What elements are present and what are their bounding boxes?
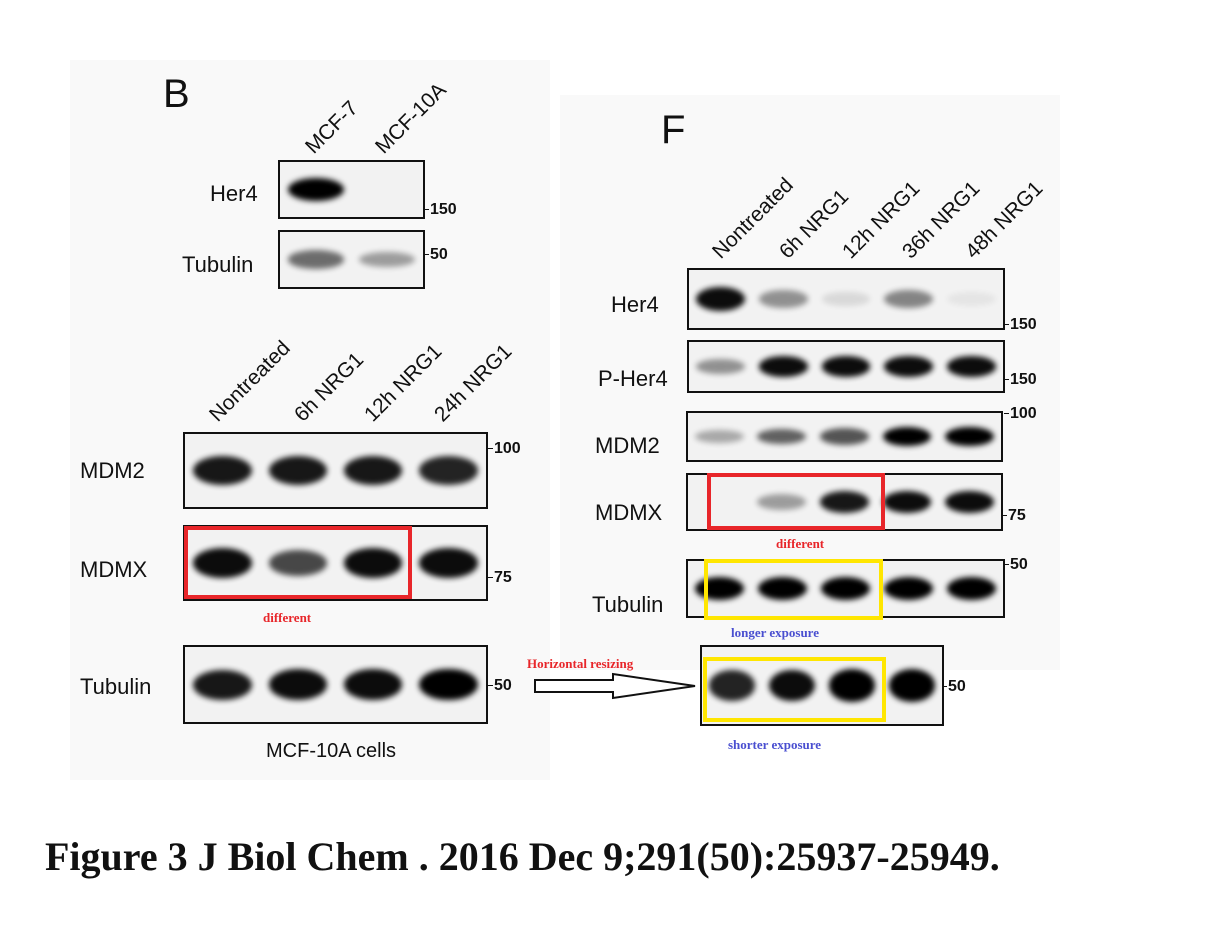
protein-band	[883, 576, 934, 601]
panel-b-letter: B	[163, 72, 190, 116]
protein-band	[888, 669, 936, 702]
protein-band	[268, 455, 328, 486]
protein-band	[947, 356, 997, 377]
mw-marker: 75	[1002, 507, 1026, 525]
protein-band	[287, 177, 344, 202]
mw-marker: 100	[1004, 405, 1037, 423]
protein-band	[359, 251, 416, 268]
mw-marker: 50	[488, 677, 512, 695]
protein-band	[758, 290, 808, 308]
protein-band	[820, 428, 869, 445]
protein-band	[268, 669, 328, 700]
row-label: Her4	[210, 181, 258, 206]
protein-band	[757, 428, 807, 445]
protein-band	[695, 359, 745, 374]
figure-caption: Figure 3 J Biol Chem . 2016 Dec 9;291(50…	[45, 834, 1000, 879]
protein-band	[268, 550, 328, 576]
row-label: MDMX	[595, 500, 663, 525]
protein-band	[945, 426, 995, 447]
protein-band	[884, 356, 934, 377]
arrow-right-icon	[534, 672, 696, 700]
protein-band	[193, 669, 252, 700]
row-label: P-Her4	[598, 366, 668, 391]
panel-f-letter: F	[661, 108, 686, 152]
annotation-longer-exposure: longer exposure	[731, 625, 819, 640]
protein-band	[882, 490, 932, 514]
blot-tubulin	[183, 645, 488, 724]
mw-marker: 150	[1004, 371, 1037, 389]
protein-band	[758, 356, 808, 377]
mw-marker: 100	[488, 440, 521, 458]
protein-band	[946, 576, 997, 601]
protein-band	[882, 426, 932, 447]
protein-band	[947, 292, 997, 306]
protein-band	[768, 669, 816, 702]
mw-marker: 75	[488, 569, 512, 587]
protein-band	[343, 455, 403, 486]
protein-band	[695, 287, 745, 311]
protein-band	[694, 429, 744, 444]
protein-band	[820, 576, 871, 601]
annotation-different: different	[263, 610, 312, 625]
protein-band	[821, 356, 871, 377]
protein-band	[757, 576, 808, 601]
row-label: Tubulin	[592, 592, 664, 617]
protein-band	[884, 290, 934, 308]
protein-band	[945, 490, 995, 514]
annotation-different: different	[776, 536, 825, 551]
blot-tubulin	[278, 230, 425, 289]
highlight-box-yellow	[703, 657, 886, 722]
protein-band	[287, 250, 344, 269]
highlight-box-red	[184, 526, 412, 599]
row-label: Tubulin	[182, 252, 254, 277]
blot-p-her4	[687, 340, 1005, 393]
row-label: Her4	[611, 292, 659, 317]
protein-band	[419, 548, 478, 578]
highlight-box-red	[707, 473, 885, 530]
protein-band	[419, 668, 478, 701]
annotation-shorter-exposure: shorter exposure	[728, 737, 822, 752]
mw-marker: 50	[942, 678, 966, 696]
row-label: MDMX	[80, 557, 148, 582]
protein-band	[708, 670, 756, 701]
blot-mdm2	[686, 411, 1003, 462]
mw-marker: 150	[1004, 316, 1037, 334]
blot-her4	[687, 268, 1005, 330]
mw-marker: 150	[424, 201, 457, 219]
row-label: MDM2	[80, 458, 145, 483]
protein-band	[343, 548, 403, 578]
protein-band	[828, 669, 876, 702]
blot-her4	[278, 160, 425, 219]
protein-band	[821, 292, 871, 306]
protein-band	[193, 548, 252, 578]
protein-band	[193, 455, 252, 486]
protein-band	[343, 669, 403, 700]
annotation-horizontal-resizing: Horizontal resizing	[527, 656, 634, 671]
highlight-box-yellow	[704, 559, 883, 620]
mw-marker: 50	[1004, 556, 1028, 574]
row-label: Tubulin	[80, 674, 152, 699]
blot-mdm2	[183, 432, 488, 509]
protein-band	[820, 491, 869, 513]
protein-band	[419, 456, 478, 485]
panel-b-footer: MCF-10A cells	[266, 740, 397, 762]
blot-mdmx	[183, 525, 488, 601]
protein-band	[757, 494, 807, 510]
mw-marker: 50	[424, 246, 448, 264]
row-label: MDM2	[595, 433, 660, 458]
blot-mdmx	[686, 473, 1003, 531]
